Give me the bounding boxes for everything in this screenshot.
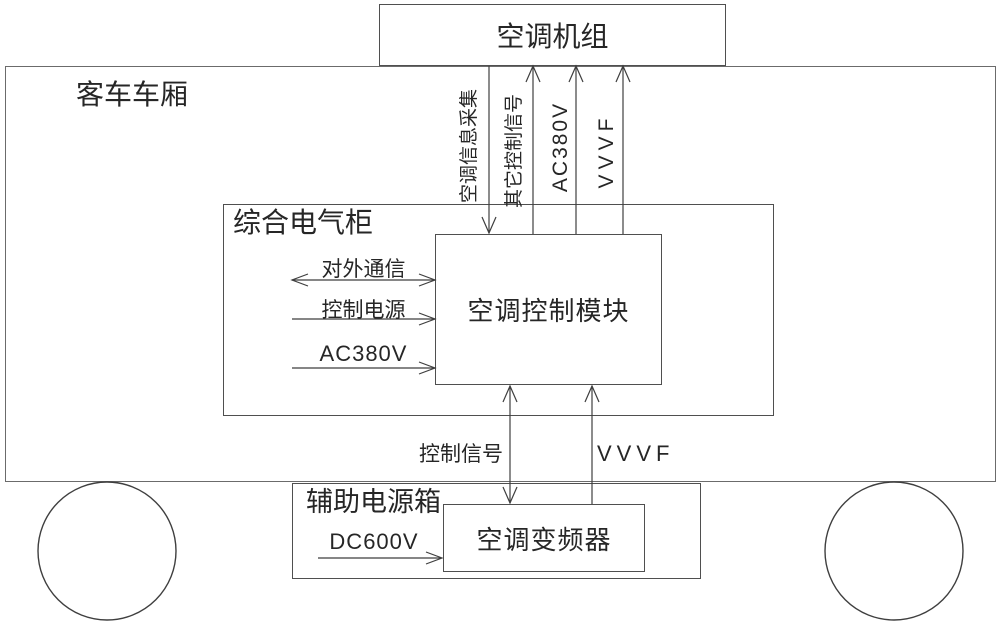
arrowhead-right-icon [418, 361, 437, 375]
arrowhead-up-icon [568, 64, 584, 83]
box-cabinet [223, 204, 774, 416]
arrowhead-down-icon [502, 486, 518, 505]
label-other-control-signal: 其它控制信号 [504, 94, 525, 209]
label-ac380v-horizontal: AC380V [319, 341, 408, 366]
box-aux-power [292, 483, 701, 579]
cabinet-title: 综合电气柜 [233, 207, 374, 238]
arrowhead-right-icon [418, 273, 437, 287]
label-ac380v-vertical: AC380V [549, 101, 572, 193]
box-ac-unit: 空调机组 [379, 4, 726, 66]
label-vvvf-horizontal: VVVF [597, 441, 675, 466]
label-ac-info-collect: 空调信息采集 [459, 89, 480, 204]
label-control-power: 控制电源 [321, 299, 406, 322]
label-external-comm: 对外通信 [321, 258, 406, 281]
label-control-signal: 控制信号 [419, 443, 503, 466]
aux-power-title: 辅助电源箱 [306, 487, 441, 517]
box-control-module-label: 空调控制模块 [467, 296, 630, 326]
box-control-module: 空调控制模块 [435, 234, 662, 385]
arrowhead-left-icon [290, 273, 309, 287]
arrowhead-right-icon [425, 551, 444, 565]
box-ac-unit-label: 空调机组 [496, 21, 609, 52]
label-dc600v: DC600V [329, 529, 419, 554]
box-carriage [5, 66, 996, 482]
arrowhead-up-icon [584, 384, 600, 403]
arrowhead-up-icon [615, 64, 631, 83]
label-vvvf-vertical: VVVF [595, 113, 618, 189]
arrowhead-up-icon [502, 384, 518, 403]
arrowhead-up-icon [525, 64, 541, 83]
left-wheel [37, 481, 177, 621]
box-inverter-label: 空调变频器 [476, 524, 612, 555]
right-wheel [824, 481, 964, 621]
box-inverter: 空调变频器 [443, 504, 645, 572]
arrowhead-down-icon [481, 216, 497, 235]
carriage-title: 客车车厢 [76, 79, 189, 110]
arrowhead-right-icon [418, 312, 437, 326]
